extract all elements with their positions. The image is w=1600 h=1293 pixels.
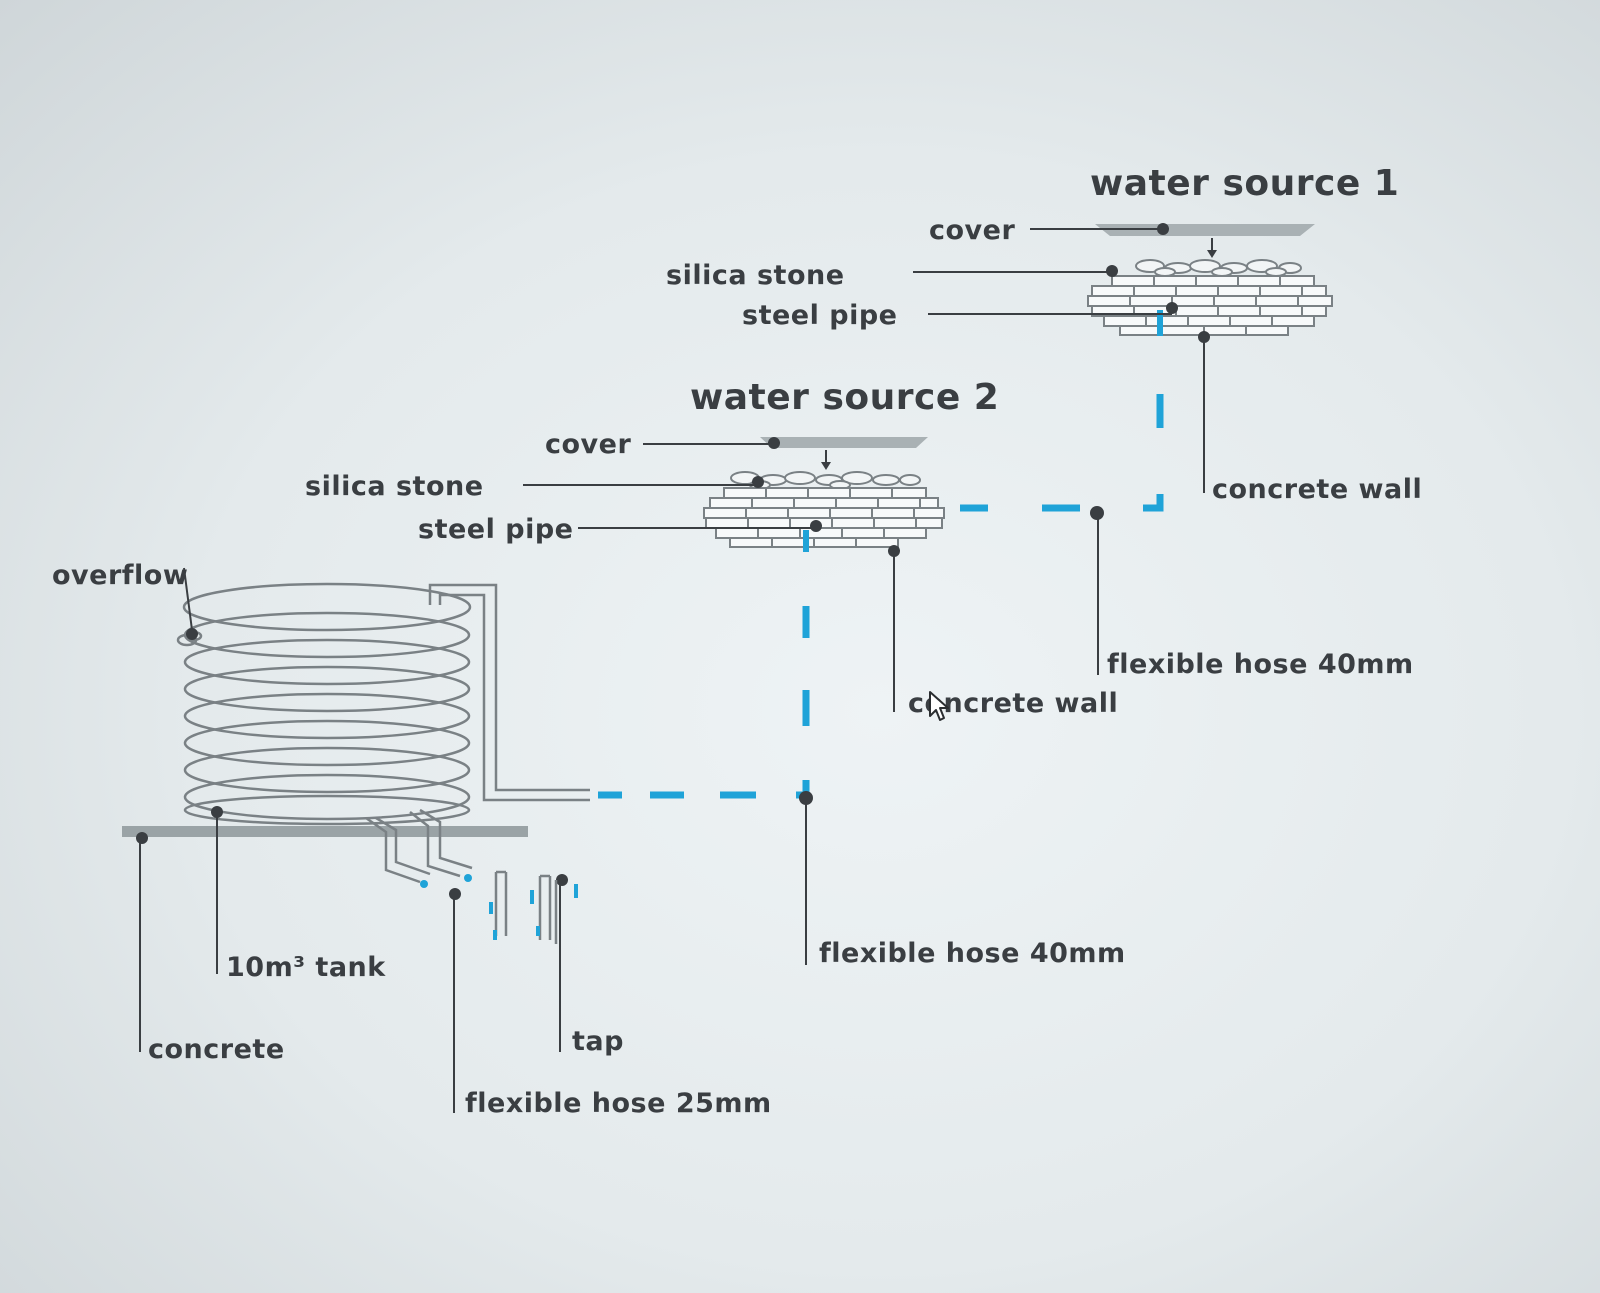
water-source-1-title: water source 1 xyxy=(1090,163,1400,204)
water-source-2-cover-label: cover xyxy=(545,429,632,460)
water-source-1-steel-pipe-label: steel pipe xyxy=(742,300,898,331)
tank-leaders xyxy=(139,567,218,1052)
water-source-2-cover xyxy=(760,437,928,448)
water-source-1-structure xyxy=(1087,224,1333,336)
tap-label: tap xyxy=(572,1026,624,1057)
water-source-2-steel-pipe-label: steel pipe xyxy=(418,514,574,545)
water-source-2-concrete-wall xyxy=(703,487,945,548)
tank-inlet-pipe-outer xyxy=(428,583,590,792)
water-source-1-silica-stone-label: silica stone xyxy=(666,260,845,291)
water-source-1-leaders xyxy=(913,228,1205,493)
water-source-1-silica-stone xyxy=(1135,259,1302,277)
hose-leader-dots xyxy=(449,506,1104,900)
flexible-hose-40mm-path xyxy=(598,394,1164,799)
water-source-2-leaders xyxy=(523,443,895,712)
tank-10m3-label: 10m³ tank xyxy=(226,952,386,983)
water-source-1-leader-dots xyxy=(1106,223,1210,343)
tank-rings xyxy=(182,582,472,826)
flexible-hose-40mm-upper-label: flexible hose 40mm xyxy=(1107,649,1414,680)
concrete-base xyxy=(122,826,528,837)
flexible-hose-40mm-lower-label: flexible hose 40mm xyxy=(819,938,1126,969)
water-source-2-structure xyxy=(703,437,945,552)
tap-water-drops xyxy=(420,874,578,940)
water-source-1-cover xyxy=(1095,224,1315,236)
hose-leaders xyxy=(453,513,1099,1113)
tank-inlet-pipe-inner xyxy=(438,593,590,802)
water-source-2-silica-stone-label: silica stone xyxy=(305,471,484,502)
tank-10m3 xyxy=(176,582,590,826)
concrete-label: concrete xyxy=(148,1034,285,1065)
water-source-2-title: water source 2 xyxy=(690,377,1000,418)
flexible-hose-25mm-label: flexible hose 25mm xyxy=(465,1088,772,1119)
outlet-pipes xyxy=(365,808,558,944)
water-source-2-leader-dots xyxy=(752,437,900,557)
mouse-pointer-icon xyxy=(929,691,949,721)
tank-leader-dots xyxy=(136,628,223,844)
water-source-1-concrete-wall-label: concrete wall xyxy=(1212,474,1423,505)
water-source-1-concrete-wall xyxy=(1087,275,1333,336)
overflow-label: overflow xyxy=(52,560,189,591)
water-source-1-cover-label: cover xyxy=(929,215,1016,246)
